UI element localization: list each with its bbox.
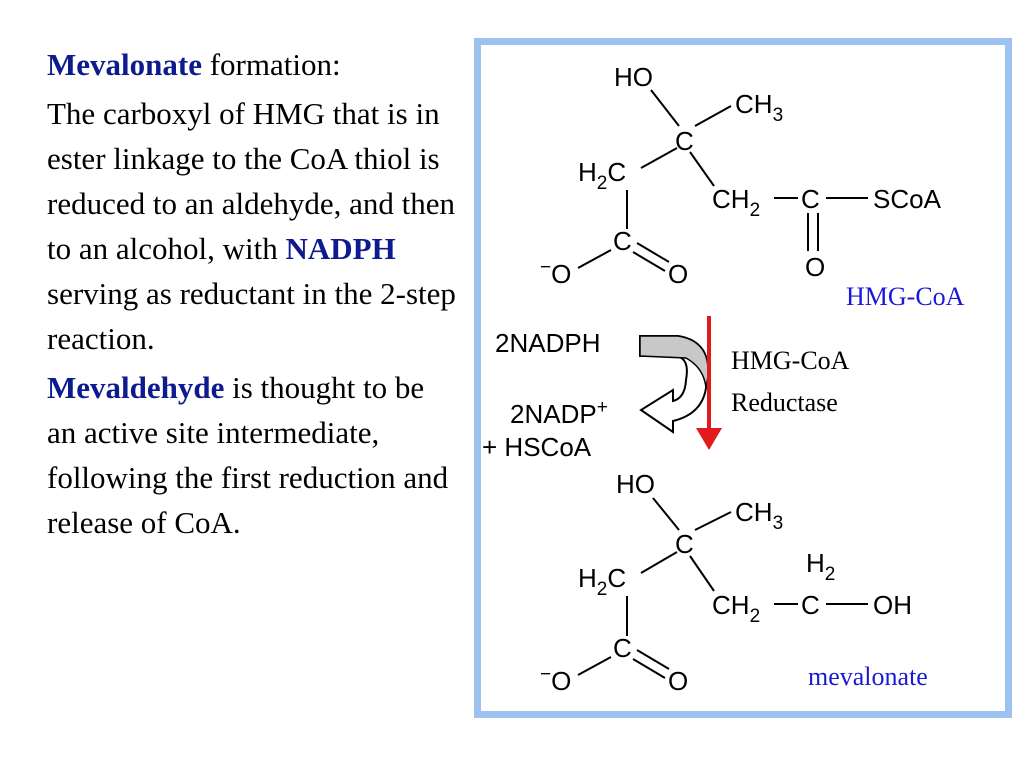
reaction-arrow-head bbox=[696, 428, 722, 450]
hmg-carbonyl-oxygen: O bbox=[668, 259, 688, 289]
mev-central-carbon: C bbox=[675, 529, 694, 559]
bond bbox=[689, 151, 715, 187]
mev-ch2-label: CH2 bbox=[712, 590, 760, 627]
hscoa-label: + HSCoA bbox=[482, 432, 592, 462]
mevalonate-structure: HO CH3 C H2C H2 CH2 C OH C −O O mevalona… bbox=[540, 469, 928, 696]
bond bbox=[650, 89, 680, 127]
nadph-label: 2NADPH bbox=[495, 328, 600, 358]
hmg-coa-structure: HO CH3 C H2C CH2 C SCoA O C −O O HMG-CoA bbox=[540, 62, 965, 311]
hmg-ho-label: HO bbox=[614, 62, 653, 92]
bond bbox=[689, 555, 715, 592]
mev-carboxyl-carbon: C bbox=[613, 633, 632, 663]
bond bbox=[577, 249, 612, 269]
body-after: serving as reductant in the 2-step react… bbox=[47, 276, 456, 356]
bond bbox=[652, 497, 680, 531]
hmg-scoa-label: SCoA bbox=[873, 184, 942, 214]
bond bbox=[632, 658, 666, 679]
bond bbox=[694, 511, 732, 531]
mev-h2c-label: H2C bbox=[578, 563, 626, 600]
curved-arrow-shaded bbox=[639, 335, 709, 389]
keyword-mevalonate: Mevalonate bbox=[47, 47, 202, 82]
bond bbox=[640, 551, 678, 574]
reaction-panel bbox=[474, 38, 1012, 718]
mev-alcohol-carbon: C bbox=[801, 590, 820, 620]
keyword-nadph: NADPH bbox=[285, 231, 396, 266]
reaction-step: 2NADPH 2NADP+ + HSCoA HMG-CoA Reductase bbox=[482, 316, 850, 462]
keyword-mevaldehyde: Mevaldehyde bbox=[47, 370, 225, 405]
hmg-central-carbon: C bbox=[675, 126, 694, 156]
hmg-carboxylate-oxygen: −O bbox=[540, 257, 571, 289]
body-before: The carboxyl of HMG that is in ester lin… bbox=[47, 96, 455, 266]
heading-rest: formation: bbox=[201, 47, 341, 82]
body-paragraph: The carboxyl of HMG that is in ester lin… bbox=[47, 91, 457, 361]
bond bbox=[577, 656, 612, 676]
mev-ch3-label: CH3 bbox=[735, 497, 783, 534]
mev-h2-label: H2 bbox=[806, 548, 835, 585]
heading-paragraph: Mevalonate formation: bbox=[47, 42, 457, 87]
bond bbox=[694, 105, 732, 127]
enzyme-name-line2: Reductase bbox=[731, 388, 838, 417]
hmg-ch3-label: CH3 bbox=[735, 89, 783, 126]
hmg-carboxyl-carbon: C bbox=[613, 226, 632, 256]
mev-ho-label: HO bbox=[616, 469, 655, 499]
hmg-ch2-label: CH2 bbox=[712, 184, 760, 221]
mev-oh-label: OH bbox=[873, 590, 912, 620]
mev-carbonyl-oxygen: O bbox=[668, 666, 688, 696]
mev-carboxylate-oxygen: −O bbox=[540, 664, 571, 696]
bond bbox=[636, 649, 670, 670]
bond bbox=[636, 242, 670, 263]
nadp-label: 2NADP+ bbox=[510, 397, 608, 429]
bond bbox=[640, 147, 678, 169]
hmg-coa-label: HMG-CoA bbox=[846, 282, 965, 311]
bond bbox=[632, 251, 666, 272]
enzyme-name-line1: HMG-CoA bbox=[731, 346, 850, 375]
hmg-thioester-oxygen: O bbox=[805, 252, 825, 282]
hmg-thioester-carbon: C bbox=[801, 184, 820, 214]
intermediate-paragraph: Mevaldehyde is thought to be an active s… bbox=[47, 365, 457, 545]
mevalonate-label: mevalonate bbox=[808, 662, 928, 691]
intermediate-rest: is thought to be an active site intermed… bbox=[47, 370, 449, 540]
explanation-text: Mevalonate formation: The carboxyl of HM… bbox=[47, 42, 457, 545]
hmg-h2c-label: H2C bbox=[578, 157, 626, 194]
